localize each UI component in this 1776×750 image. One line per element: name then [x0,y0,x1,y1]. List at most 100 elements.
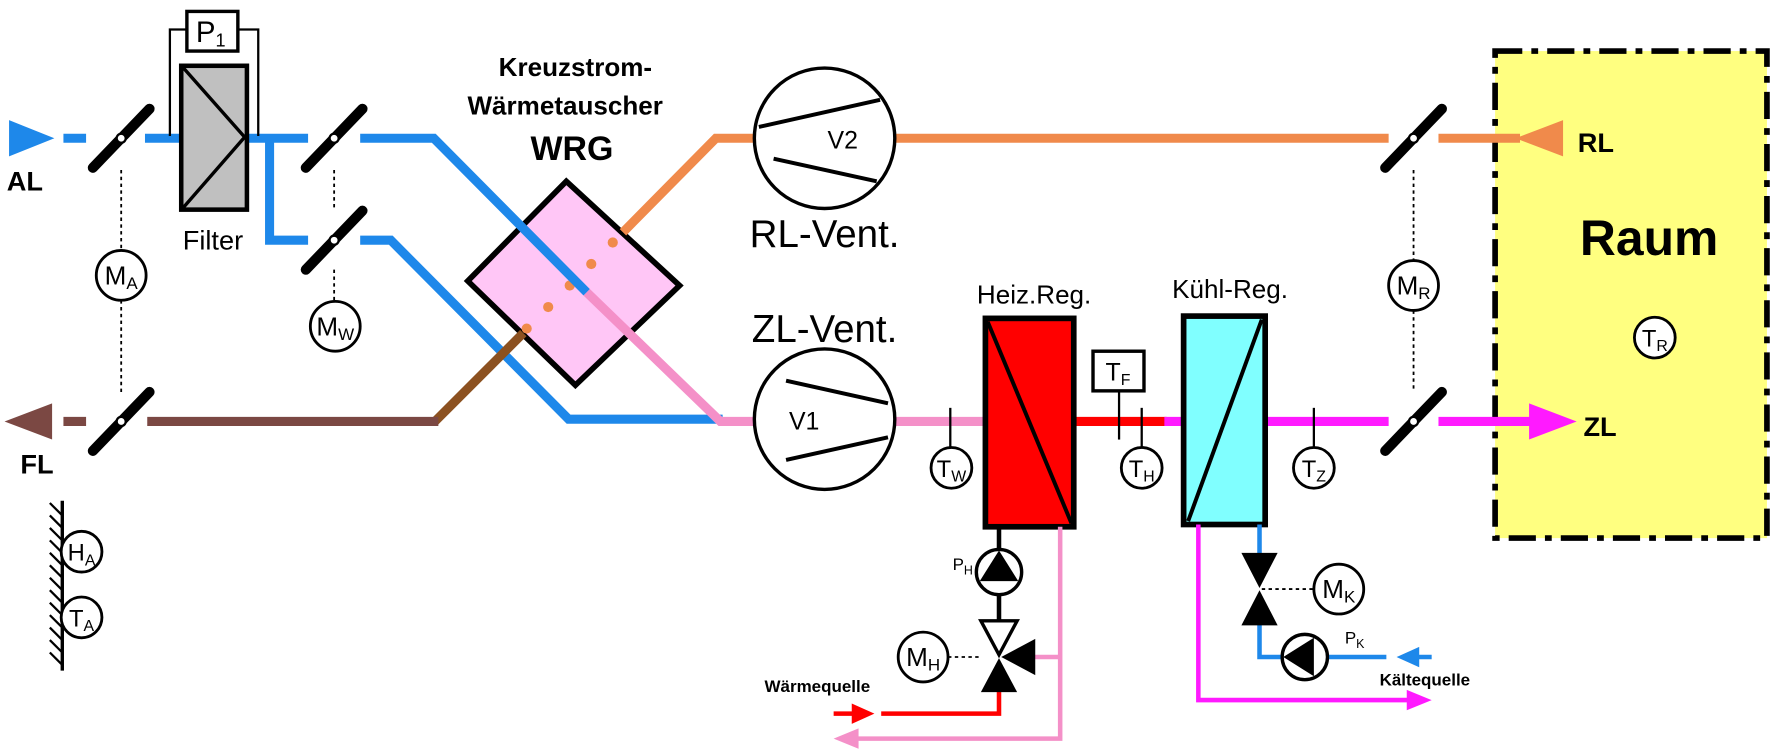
supply-air-fan: V1 [752,347,897,492]
outdoor-wall-hatching [49,502,64,666]
cold-source-label: Kältequelle [1380,670,1471,689]
damper-actuator-mr [1387,259,1440,312]
actuator-symbol: M [1322,574,1344,604]
supply-fan-label: ZL-Vent. [752,308,898,351]
filter-pressure-tap-right [236,28,260,137]
actuator-symbol: M [1397,271,1419,301]
heating-valve-actuator [896,630,950,684]
outdoor-air-pipes [63,133,723,424]
humidity-sensor-ha [59,529,104,574]
temperature-sensor-tr [1633,315,1677,360]
wall-hatch-line [49,614,64,629]
damper-pivot [1407,415,1420,428]
return-air-pipe-to-wrg [619,133,759,236]
temperature-sensor-tw-label: TW [937,456,967,486]
valve-lower-triangle [1241,590,1278,626]
wall-hatch-line [49,552,64,567]
temperature-sensor-tw [929,446,974,490]
return-air-label: RL [1578,127,1614,158]
return-path-dot [543,301,554,313]
sensor-symbol: T [1642,326,1657,353]
exhaust-air-label: FL [20,449,53,480]
filter-media-lines [182,66,247,209]
return-fan-symbol: V2 [827,126,857,154]
filter-pressure-sensor-label: P1 [196,16,226,51]
heat-source-label: Wärmequelle [765,677,871,696]
damper-pivot [328,132,340,144]
sensor-sub: W [951,468,966,485]
cooling-supply-arrow [1396,646,1420,668]
filter-pressure-tap-left [168,28,189,137]
heating-three-way-valve [978,619,1036,693]
preheated-air-pipes [583,289,988,426]
temperature-sensor-ta-label: TA [69,605,95,635]
temperature-sensor-tf [1091,349,1146,393]
wall-hatch-line [49,651,64,666]
valve-upper-triangle [978,619,1020,659]
fan-housing [752,347,897,492]
outdoor-air-pipe-to-wrg [360,133,590,296]
sensor-sub: A [84,618,95,635]
actuator-sub: K [1344,588,1356,607]
sensor-symbol: T [937,456,952,483]
filter-pressure-sensor-box [185,9,240,53]
outdoor-air-arrow [9,120,55,157]
fan-blade-line [785,378,889,406]
heating-supply-arrow [851,703,875,724]
heater-label: Heiz.Reg. [977,280,1091,310]
valve-side-triangle [1001,638,1036,676]
damper-actuator-mw-label: MW [316,311,354,344]
damper-actuator-ma [94,248,148,302]
damper-pivot [1407,132,1420,144]
sensor-symbol: T [1129,456,1144,483]
temperature-sensor-tz [1292,446,1336,490]
actuator-symbol: M [316,311,338,341]
filter-pressure-sub: 1 [215,31,225,51]
damper-actuator-ma-label: MA [105,260,139,293]
damper-pivot [328,234,340,246]
wall-hatch-line [49,626,64,641]
wall-hatch-line [49,639,64,654]
heating-pump-label: PH [953,555,973,578]
supply-fan-symbol: V1 [789,407,819,435]
exhaust-air-arrow [4,403,53,440]
sensor-sub: Z [1316,468,1326,485]
heating-return-arrow [833,728,859,749]
sensor-symbol: H [68,540,85,567]
damper-exhaust-air [87,386,155,456]
valve-upper-triangle [1241,552,1278,588]
wall-hatch-line [49,576,64,592]
temperature-sensor-th [1119,446,1164,490]
sensor-sub: A [85,552,96,569]
actuator-sub: A [126,274,138,293]
wall-hatch-line [49,589,64,604]
sensor-symbol: T [1302,456,1317,483]
actuator-sub: R [1418,284,1430,303]
damper-actuator-mw [308,299,362,353]
heating-valve-actuator-label: MH [906,642,940,675]
supply-air-arrow [1529,403,1577,440]
temperature-sensor-ta [59,595,104,640]
recirculation-branch-pipe [265,138,309,245]
actuator-sub: W [338,325,354,344]
cooling-coil-diagonal [1186,318,1264,522]
heat-exchanger-title-line2: Wärmetauscher [467,90,662,120]
return-air-pipes [619,133,1521,236]
cooling-valve-actuator [1312,562,1366,616]
wrg-outlet-pipe [583,289,759,426]
damper-bypass [300,205,368,275]
cooling-pump-triangle [1283,637,1314,677]
return-air-fan: V2 [752,66,897,211]
heat-exchanger-abbreviation: WRG [530,130,613,168]
heating-supply-pipe [881,691,1002,716]
actuator-sub: H [928,656,940,675]
room-box [1492,48,1770,541]
cooling-valve-to-pump-pipe [1257,623,1285,660]
pump-sub: H [964,563,973,577]
damper-pivot [115,132,127,144]
sensor-sub: F [1121,372,1131,389]
sensor-sub: R [1656,338,1667,355]
wall-hatch-line [49,514,64,529]
damper-outdoor-main [300,103,368,173]
fan-blade-line [785,435,889,462]
